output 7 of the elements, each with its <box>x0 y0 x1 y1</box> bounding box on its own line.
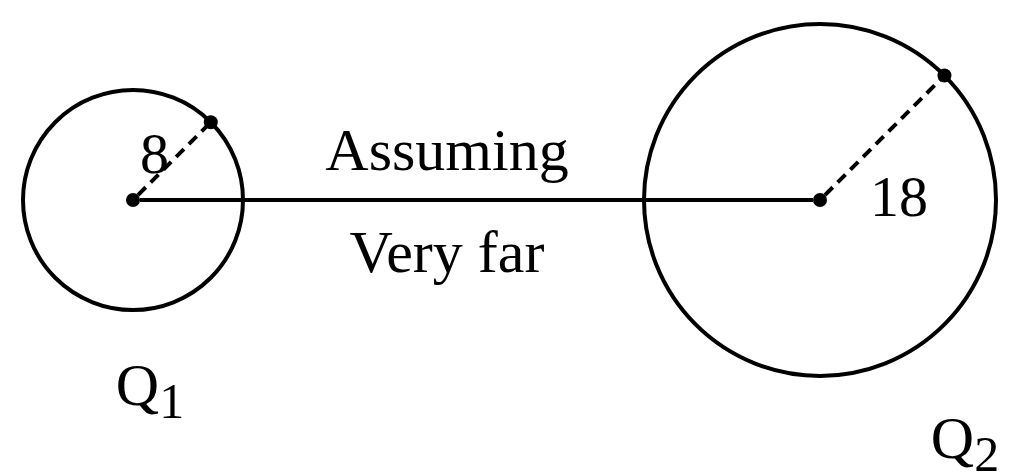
radius-value: 8 <box>140 125 169 183</box>
center-dot <box>813 193 827 207</box>
connecting-line <box>140 198 813 202</box>
charge-label: Q$_{2}$ <box>930 408 1000 476</box>
charge-label: Q$_{1}$ <box>115 355 185 426</box>
center-dot <box>126 193 140 207</box>
radius-value: 18 <box>870 168 928 226</box>
